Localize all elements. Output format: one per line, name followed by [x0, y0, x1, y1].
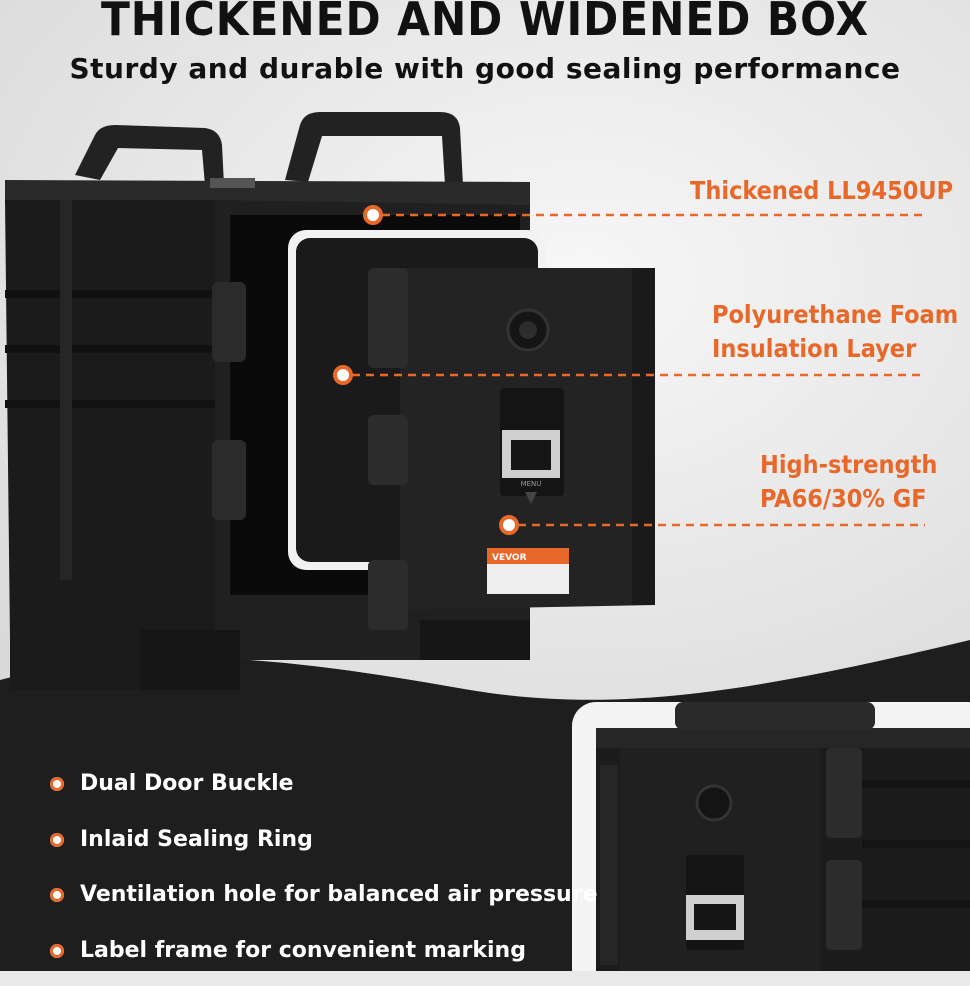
side-rib — [5, 400, 215, 408]
page-subtitle: Sturdy and durable with good sealing per… — [0, 52, 970, 85]
left-handle — [75, 125, 224, 185]
feature-label: Label frame for convenient marking — [80, 938, 526, 963]
right-handle — [285, 112, 463, 185]
feature-label: Dual Door Buckle — [80, 771, 294, 796]
list-item: Label frame for convenient marking — [48, 931, 597, 986]
inset-rib — [862, 840, 970, 848]
feature-label: Inlaid Sealing Ring — [80, 827, 313, 852]
brand-label: VEVOR — [492, 553, 527, 563]
page-title: THICKENED AND WIDENED BOX — [39, 0, 931, 46]
callout-line: Insulation Layer — [712, 332, 958, 366]
inset-hinge — [826, 860, 862, 950]
bullet-icon — [50, 777, 64, 791]
frame-hinge — [212, 440, 246, 520]
side-rib — [5, 345, 215, 353]
inset-closeup — [572, 702, 970, 971]
callout-dot-1 — [365, 207, 381, 223]
door-hinge — [368, 415, 408, 485]
callout-line: High-strength — [760, 448, 937, 482]
callout-dot-3 — [501, 517, 517, 533]
inset-rib — [862, 780, 970, 788]
feature-label: Ventilation hole for balanced air pressu… — [80, 882, 597, 907]
callout-foam-insulation: Polyurethane Foam Insulation Layer — [712, 298, 958, 366]
inset-hinge — [826, 748, 862, 838]
callout-thickened-material: Thickened LL9450UP — [690, 174, 953, 208]
door-hinge — [368, 268, 408, 368]
frame-hinge — [212, 282, 246, 362]
base-foot — [140, 630, 240, 690]
base-foot-right — [420, 620, 530, 660]
inset-handle — [675, 702, 875, 730]
feature-list: Dual Door Buckle Inlaid Sealing Ring Ven… — [48, 764, 597, 986]
bullet-icon — [50, 944, 64, 958]
body-side — [5, 200, 215, 690]
bullet-icon — [50, 833, 64, 847]
callout-line: Polyurethane Foam — [712, 298, 958, 332]
list-item: Ventilation hole for balanced air pressu… — [48, 875, 597, 931]
side-panel-edge — [60, 200, 72, 580]
vent-knob-center — [519, 321, 537, 339]
bullet-icon — [50, 888, 64, 902]
door-hinge — [368, 560, 408, 630]
list-item: Dual Door Buckle — [48, 764, 597, 820]
latch-top — [210, 178, 255, 188]
callout-dot-2 — [335, 367, 351, 383]
door-edge — [632, 268, 655, 605]
inset-lid — [596, 728, 970, 748]
inset-label-window — [694, 904, 736, 930]
label-window — [511, 440, 551, 470]
door-menu-text: MENU — [521, 480, 542, 488]
list-item: Inlaid Sealing Ring — [48, 820, 597, 876]
callout-high-strength: High-strength PA66/30% GF — [760, 448, 937, 516]
food-carrier-main: MENU VEVOR — [5, 112, 655, 690]
inset-vent-knob — [697, 786, 731, 820]
callout-line: Thickened LL9450UP — [690, 174, 953, 208]
side-rib — [5, 290, 215, 298]
inset-side-edge — [600, 765, 618, 965]
inset-rib — [862, 900, 970, 908]
callout-line: PA66/30% GF — [760, 482, 937, 516]
